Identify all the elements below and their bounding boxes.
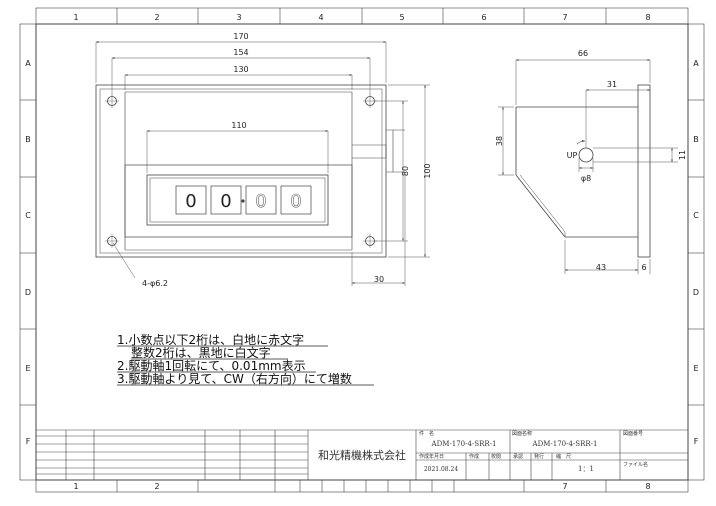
- col-label-bottom: 2: [154, 482, 159, 491]
- front-dimensions: [95, 41, 430, 286]
- digit-text: 0: [220, 191, 231, 212]
- mounting-hole: [105, 234, 119, 248]
- drive-shaft: [578, 147, 594, 163]
- part-label: 件 名: [419, 430, 434, 437]
- row-label-left: B: [25, 135, 31, 144]
- issue-label: 発行: [534, 453, 544, 460]
- drawing-no-label: 図面番号: [623, 430, 643, 437]
- made-label: 作成: [469, 453, 479, 460]
- company-name: 和光精機株式会社: [318, 448, 406, 462]
- date-label: 作成年月日: [419, 453, 444, 460]
- dim-66: 66: [578, 49, 588, 58]
- counter-window: [124, 164, 353, 238]
- digit-text: 0: [255, 191, 266, 212]
- row-label-left: D: [25, 288, 31, 297]
- col-label-top: 3: [236, 13, 241, 22]
- dim-170: 170: [233, 32, 248, 41]
- dim-31: 31: [607, 80, 617, 89]
- dim-30: 30: [374, 275, 384, 284]
- notes: 1.小数点以下2桁は、白地に赤文字 整数2桁は、黒地に白文字 2.駆動軸1回転に…: [117, 332, 374, 386]
- hole-callout: 4-φ6.2: [142, 279, 168, 288]
- row-label-right: B: [693, 135, 699, 144]
- row-label-left: C: [25, 211, 31, 220]
- dim-11: 11: [678, 150, 687, 160]
- dim-38: 38: [495, 136, 504, 146]
- row-label-left: E: [25, 364, 30, 373]
- dim-80: 80: [401, 166, 410, 176]
- title-block: [36, 429, 688, 492]
- row-label-right: F: [694, 437, 699, 446]
- col-label-top: 8: [645, 13, 650, 22]
- dim-130: 130: [233, 65, 248, 74]
- digit-wheel: [280, 185, 312, 215]
- col-label-bottom: 8: [645, 482, 650, 491]
- digit-wheel: [175, 185, 207, 215]
- front-plate-outline: [95, 84, 387, 258]
- col-label-top: 5: [399, 13, 404, 22]
- col-label-top: 2: [154, 13, 159, 22]
- up-label: UP: [567, 151, 578, 160]
- row-label-right: E: [693, 364, 698, 373]
- dim-100: 100: [423, 163, 432, 178]
- side-view: [515, 84, 651, 258]
- digit-text: 0: [290, 191, 301, 212]
- front-view: [95, 84, 405, 258]
- drawing-name-value: ADM-170-4-SRR-1: [532, 440, 598, 448]
- scale-label: 縮 尺: [556, 453, 571, 460]
- col-label-top: 4: [318, 13, 323, 22]
- row-label-left: F: [26, 437, 31, 446]
- dim-110: 110: [231, 121, 246, 130]
- check-label: 校閲: [491, 453, 501, 460]
- note-line-3: 3.駆動軸より見て、CW（右方向）にて増数: [117, 371, 352, 386]
- side-dimensions: [498, 59, 678, 274]
- part-value: ADM-170-4-SRR-1: [431, 440, 497, 448]
- dim-6: 6: [641, 263, 646, 272]
- mounting-hole: [105, 94, 119, 108]
- col-label-bottom: 7: [562, 482, 567, 491]
- note-line-1: 1.小数点以下2桁は、白地に赤文字: [117, 332, 304, 347]
- col-label-top: 1: [73, 13, 78, 22]
- digit-wheel: [245, 185, 277, 215]
- drawing-name-label: 図面名称: [512, 430, 532, 437]
- date-value: 2021.08.24: [424, 466, 459, 473]
- file-label: ファイル名: [623, 461, 648, 468]
- dim-phi8: φ8: [581, 174, 591, 183]
- note-line-1b: 整数2桁は、黒地に白文字: [131, 345, 271, 360]
- dim-154: 154: [233, 48, 248, 57]
- col-label-bottom: 1: [73, 482, 78, 491]
- col-label-top: 7: [562, 13, 567, 22]
- drawing-border: [19, 7, 705, 493]
- col-label-top: 6: [481, 13, 486, 22]
- row-label-left: A: [25, 59, 31, 68]
- row-label-right: C: [693, 211, 699, 220]
- digit-text: 0: [185, 191, 196, 212]
- row-label-right: A: [693, 59, 699, 68]
- dim-43: 43: [596, 263, 606, 272]
- side-plate: [637, 84, 651, 258]
- digit-wheel: [210, 185, 242, 215]
- approve-label: 承認: [513, 453, 523, 460]
- row-label-right: D: [693, 288, 699, 297]
- scale-value: 1：1: [578, 465, 594, 473]
- note-line-2: 2.駆動軸1回転にて、0.01mm表示: [117, 359, 306, 373]
